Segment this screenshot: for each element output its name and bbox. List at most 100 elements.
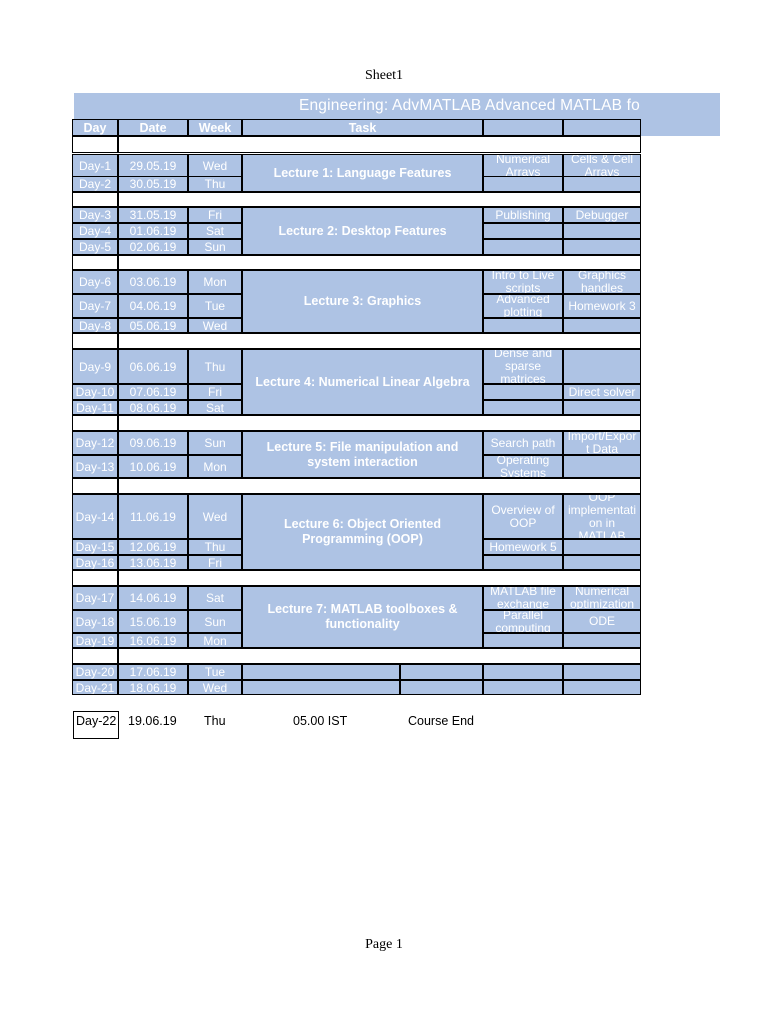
- day-cell: Day-14: [72, 494, 118, 539]
- date-cell: 02.06.19: [118, 239, 188, 255]
- blank-cell: [72, 648, 118, 664]
- day-cell: Day-16: [72, 555, 118, 570]
- separator-row: [72, 192, 641, 208]
- blank-cell: [72, 478, 118, 494]
- column-header: Week: [188, 119, 242, 136]
- day-cell: Day-11: [72, 400, 118, 415]
- weekday-cell: Sat: [188, 400, 242, 415]
- topic-cell: [563, 455, 641, 478]
- blank-cell: [118, 255, 641, 270]
- topic-cell: [483, 400, 563, 415]
- day-cell: Day-17: [72, 586, 118, 610]
- weekday-cell: Wed: [188, 154, 242, 178]
- topic-cell: Homework 3: [563, 294, 641, 318]
- blank-cell: [118, 192, 641, 207]
- weekday-cell: Sat: [188, 223, 242, 239]
- weekday-cell: Thu: [188, 176, 242, 192]
- weekday-cell: Fri: [188, 555, 242, 570]
- date-cell: 17.06.19: [118, 664, 188, 680]
- lecture-cell: Lecture 7: MATLAB toolboxes & functional…: [242, 586, 483, 648]
- topic-cell: [483, 555, 563, 570]
- topic-cell: [483, 239, 563, 255]
- lecture-cell: Lecture 4: Numerical Linear Algebra: [242, 349, 483, 415]
- course-title: Engineering: AdvMATLAB Advanced MATLAB f…: [298, 97, 640, 114]
- topic-cell: MATLAB file exchange: [483, 586, 563, 610]
- weekday-cell: Mon: [188, 455, 242, 478]
- date-cell: 29.05.19: [118, 154, 188, 178]
- page-footer: Page 1: [365, 937, 403, 952]
- topic-cell: Numerical Arrays: [483, 154, 563, 178]
- weekday-cell: Fri: [188, 384, 242, 400]
- topic-cell: Search path: [483, 431, 563, 455]
- day-cell: Day-2: [72, 176, 118, 192]
- topic-cell: [563, 349, 641, 384]
- separator-row: [72, 415, 641, 432]
- day-cell: Day-13: [72, 455, 118, 478]
- weekday-cell: Wed: [188, 318, 242, 333]
- course-end-time: 05.00 IST: [293, 714, 348, 728]
- task-cell: [400, 664, 483, 680]
- topic-cell: [563, 223, 641, 239]
- course-end-week: Thu: [204, 714, 226, 728]
- weekday-cell: Mon: [188, 633, 242, 648]
- task-cell: [242, 680, 400, 695]
- weekday-cell: Sun: [188, 431, 242, 455]
- blank-cell: [72, 333, 118, 349]
- weekday-cell: Thu: [188, 349, 242, 384]
- weekday-cell: Tue: [188, 294, 242, 318]
- blank-cell: [118, 415, 641, 431]
- day-cell: Day-7: [72, 294, 118, 318]
- day-cell: Day-4: [72, 223, 118, 239]
- date-cell: 04.06.19: [118, 294, 188, 318]
- column-header: Date: [118, 119, 188, 136]
- day-cell: Day-9: [72, 349, 118, 384]
- weekday-cell: Thu: [188, 539, 242, 555]
- topic-cell: [563, 318, 641, 333]
- day-cell: Day-15: [72, 539, 118, 555]
- column-header: [563, 119, 641, 136]
- topic-cell: Cells & Cell Arrays: [563, 154, 641, 178]
- topic-cell: Operating Systems: [483, 455, 563, 478]
- date-cell: 10.06.19: [118, 455, 188, 478]
- day-cell: Day-21: [72, 680, 118, 695]
- separator-row: [72, 333, 641, 350]
- lecture-cell: Lecture 3: Graphics: [242, 270, 483, 333]
- topic-cell: [483, 664, 563, 680]
- blank-cell: [72, 136, 118, 153]
- topic-cell: Debugger: [563, 207, 641, 223]
- topic-cell: Intro to Live scripts: [483, 270, 563, 294]
- date-cell: 09.06.19: [118, 431, 188, 455]
- course-end-label: Course End: [408, 714, 475, 728]
- date-cell: 15.06.19: [118, 610, 188, 633]
- separator-row: [72, 136, 641, 154]
- blank-cell: [72, 192, 118, 207]
- day-cell: Day-19: [72, 633, 118, 648]
- weekday-cell: Fri: [188, 207, 242, 223]
- topic-cell: Overview of OOP: [483, 494, 563, 539]
- task-cell: [242, 664, 400, 680]
- separator-row: [72, 478, 641, 495]
- date-cell: 06.06.19: [118, 349, 188, 384]
- topic-cell: [483, 384, 563, 400]
- topic-cell: [563, 239, 641, 255]
- date-cell: 18.06.19: [118, 680, 188, 695]
- separator-row: [72, 570, 641, 587]
- day-cell: Day-6: [72, 270, 118, 294]
- topic-cell: [563, 539, 641, 555]
- separator-row: [72, 648, 641, 665]
- topic-cell: Publishing: [483, 207, 563, 223]
- topic-cell: [563, 176, 641, 192]
